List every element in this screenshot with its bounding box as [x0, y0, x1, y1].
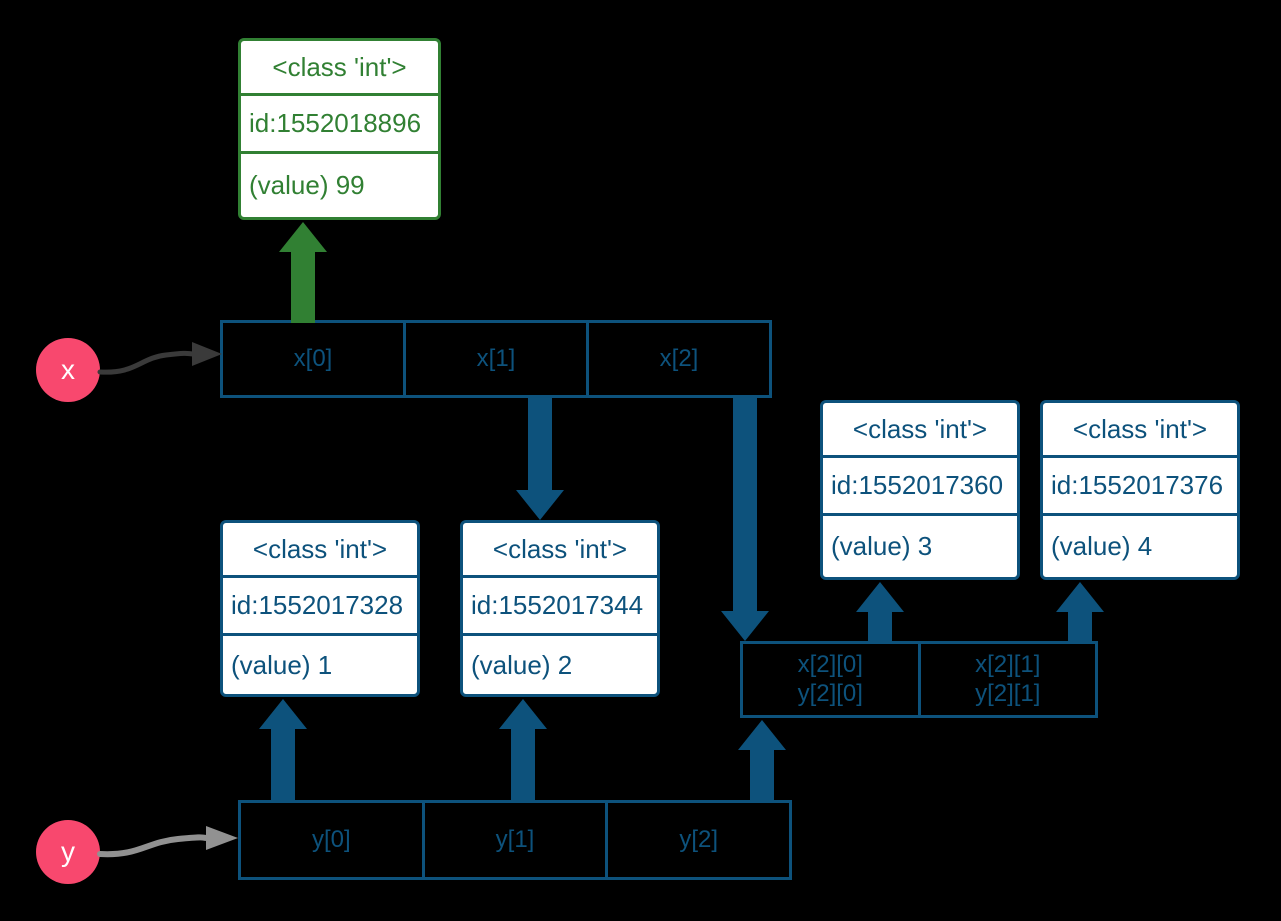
x-variable-badge: x [36, 338, 100, 402]
object-value-label: (value) 99 [249, 170, 365, 200]
nested-cell-y-ref: y[2][1] [975, 679, 1041, 707]
nested-cell-y-ref: y[2][0] [797, 679, 863, 707]
object-class-label: <class 'int'> [1043, 403, 1237, 458]
object-value-label: (value) 1 [231, 649, 333, 680]
arrow-nested0-to-int3 [868, 610, 892, 644]
arrow-nested1-to-int4 [1068, 610, 1092, 644]
object-class-label: <class 'int'> [223, 523, 417, 578]
y-list: y[0] y[1] y[2] [238, 800, 792, 880]
x-list-cell-0: x[0] [293, 345, 333, 372]
nested-list: x[2][0] y[2][0] x[2][1] y[2][1] [740, 641, 1098, 718]
int-object-4: <class 'int'> id:1552017376 (value) 4 [1040, 400, 1240, 580]
y-list-cell-0: y[0] [311, 826, 351, 853]
object-id-label: id:1552017360 [823, 458, 1017, 516]
object-value-label: (value) 3 [831, 531, 933, 561]
arrow-y0-to-int1 [271, 727, 295, 803]
object-id-label: id:1552018896 [241, 96, 438, 154]
object-class-label: <class 'int'> [241, 41, 438, 96]
int-object-1: <class 'int'> id:1552017328 (value) 1 [220, 520, 420, 697]
arrow-y2-to-nested [750, 748, 774, 803]
x-list: x[0] x[1] x[2] [220, 320, 772, 398]
object-id-label: id:1552017376 [1043, 458, 1237, 516]
arrow-x0-to-int99-head [279, 222, 327, 252]
arrow-y1-to-int2 [511, 727, 535, 803]
y-pointer-arrow [97, 826, 238, 858]
x-list-cell-1: x[1] [403, 323, 586, 395]
object-value-label: (value) 4 [1051, 531, 1153, 561]
arrow-x0-to-int99 [291, 250, 315, 323]
arrow-y1-to-int2-head [499, 699, 547, 729]
x-pointer-arrow [97, 342, 222, 375]
nested-list-cell-0: x[2][0] y[2][0] [743, 644, 918, 715]
object-id-label: id:1552017344 [463, 578, 657, 636]
y-variable-badge: y [36, 820, 100, 884]
int-object-2: <class 'int'> id:1552017344 (value) 2 [460, 520, 660, 697]
arrow-x1-to-int2-head [516, 490, 564, 520]
object-class-label: <class 'int'> [463, 523, 657, 578]
arrow-nested1-to-int4-head [1056, 582, 1104, 612]
object-class-label: <class 'int'> [823, 403, 1017, 458]
arrow-y0-to-int1-head [259, 699, 307, 729]
arrow-nested0-to-int3-head [856, 582, 904, 612]
y-list-cell-2: y[2] [605, 803, 789, 877]
arrow-y2-to-nested-head [738, 720, 786, 750]
nested-cell-x-ref: x[2][1] [975, 650, 1041, 678]
nested-list-cell-1: x[2][1] y[2][1] [917, 644, 1096, 715]
int-object-3: <class 'int'> id:1552017360 (value) 3 [820, 400, 1020, 580]
y-list-cell-1: y[1] [421, 803, 606, 877]
arrow-x2-to-nested-head [721, 611, 769, 641]
nested-cell-x-ref: x[2][0] [797, 650, 863, 678]
object-id-label: id:1552017328 [223, 578, 417, 636]
x-list-cell-2: x[2] [586, 323, 769, 395]
arrow-x2-to-nested [733, 395, 757, 611]
arrow-x1-to-int2 [528, 395, 552, 490]
object-value-label: (value) 2 [471, 649, 573, 680]
int-object-99: <class 'int'> id:1552018896 (value) 99 [238, 38, 441, 220]
